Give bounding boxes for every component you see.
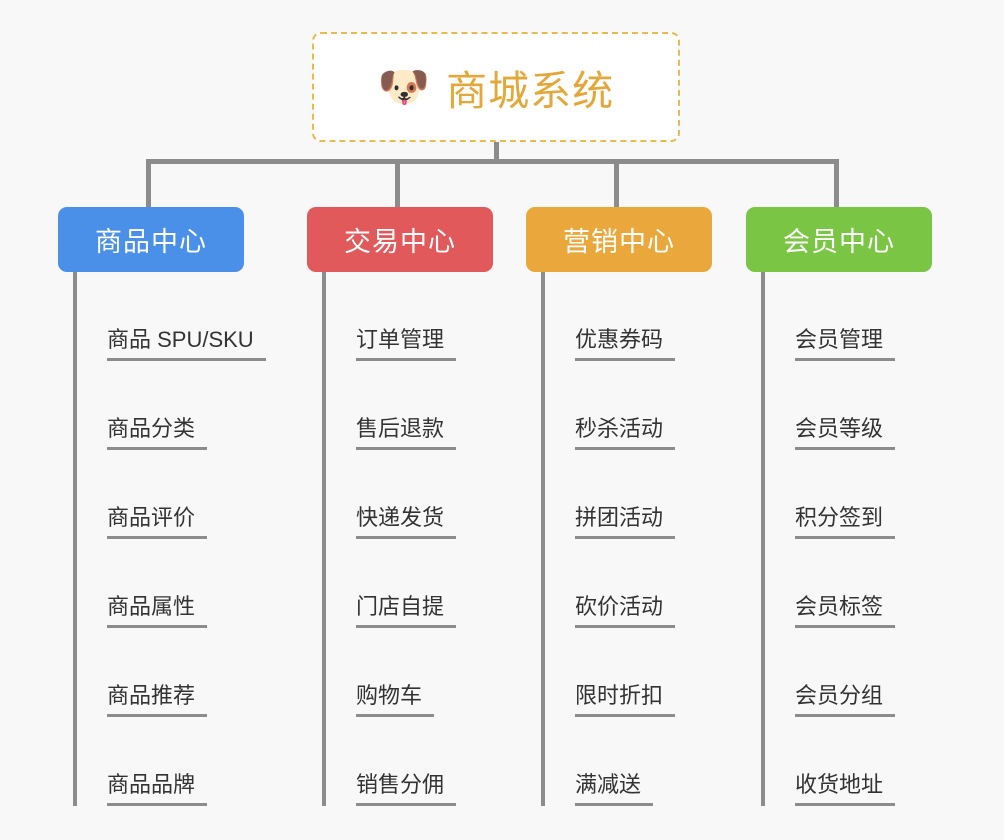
leaf-list-member-center: 会员管理会员等级积分签到会员标签会员分组收货地址 [761, 272, 932, 806]
connector-horizontal-bar [148, 159, 836, 164]
leaf-label: 优惠券码 [575, 326, 676, 361]
list-item[interactable]: 优惠券码 [545, 272, 712, 361]
leaf-list-trade-center: 订单管理售后退款快递发货门店自提购物车销售分佣 [322, 272, 493, 806]
list-item[interactable]: 销售分佣 [326, 717, 493, 806]
leaf-label: 商品属性 [107, 593, 208, 628]
leaf-list-marketing-center: 优惠券码秒杀活动拼团活动砍价活动限时折扣满减送 [541, 272, 712, 806]
connector-root-stem [494, 142, 499, 162]
list-item[interactable]: 会员等级 [765, 361, 932, 450]
column-member-center: 会员中心会员管理会员等级积分签到会员标签会员分组收货地址 [746, 207, 932, 806]
leaf-label: 收货地址 [795, 771, 896, 806]
connector-drop-product-center [146, 159, 151, 207]
dog-face-icon: 🐶 [377, 63, 431, 110]
list-item[interactable]: 商品属性 [77, 539, 266, 628]
column-trade-center: 交易中心订单管理售后退款快递发货门店自提购物车销售分佣 [307, 207, 493, 806]
leaf-label: 快递发货 [356, 504, 457, 539]
leaf-label: 购物车 [356, 682, 435, 717]
list-item[interactable]: 商品评价 [77, 450, 266, 539]
list-item[interactable]: 会员标签 [765, 539, 932, 628]
list-item[interactable]: 商品推荐 [77, 628, 266, 717]
list-item[interactable]: 门店自提 [326, 539, 493, 628]
category-label: 商品中心 [95, 227, 207, 257]
leaf-label: 满减送 [575, 771, 654, 806]
leaf-label: 会员分组 [795, 682, 896, 717]
leaf-label: 销售分佣 [356, 771, 457, 806]
list-item[interactable]: 购物车 [326, 628, 493, 717]
list-item[interactable]: 收货地址 [765, 717, 932, 806]
list-item[interactable]: 砍价活动 [545, 539, 712, 628]
leaf-label: 售后退款 [356, 415, 457, 450]
root-node[interactable]: 🐶 商城系统 [312, 32, 680, 142]
leaf-label: 会员标签 [795, 593, 896, 628]
connector-drop-trade-center [395, 159, 400, 207]
connector-drop-marketing-center [614, 159, 619, 207]
list-item[interactable]: 满减送 [545, 717, 712, 806]
list-item[interactable]: 快递发货 [326, 450, 493, 539]
list-item[interactable]: 商品分类 [77, 361, 266, 450]
column-product-center: 商品中心商品 SPU/SKU 商品分类商品评价商品属性商品推荐商品品牌 [58, 207, 266, 806]
category-label: 营销中心 [563, 227, 675, 257]
leaf-label: 商品推荐 [107, 682, 208, 717]
list-item[interactable]: 限时折扣 [545, 628, 712, 717]
category-header-trade-center[interactable]: 交易中心 [307, 207, 493, 272]
connector-drop-member-center [834, 159, 839, 207]
leaf-label: 订单管理 [356, 326, 457, 361]
leaf-label: 商品评价 [107, 504, 208, 539]
category-header-product-center[interactable]: 商品中心 [58, 207, 244, 272]
list-item[interactable]: 会员分组 [765, 628, 932, 717]
list-item[interactable]: 售后退款 [326, 361, 493, 450]
list-item[interactable]: 订单管理 [326, 272, 493, 361]
category-header-marketing-center[interactable]: 营销中心 [526, 207, 712, 272]
leaf-label: 砍价活动 [575, 593, 676, 628]
leaf-label: 秒杀活动 [575, 415, 676, 450]
category-label: 会员中心 [783, 227, 895, 257]
column-marketing-center: 营销中心优惠券码秒杀活动拼团活动砍价活动限时折扣满减送 [526, 207, 712, 806]
list-item[interactable]: 积分签到 [765, 450, 932, 539]
leaf-label: 会员管理 [795, 326, 896, 361]
leaf-label: 限时折扣 [575, 682, 676, 717]
leaf-label: 商品 SPU/SKU [107, 326, 266, 361]
list-item[interactable]: 拼团活动 [545, 450, 712, 539]
leaf-label: 商品品牌 [107, 771, 208, 806]
root-title: 商城系统 [446, 68, 615, 114]
list-item[interactable]: 商品 SPU/SKU [77, 272, 266, 361]
leaf-label: 积分签到 [795, 504, 896, 539]
category-header-member-center[interactable]: 会员中心 [746, 207, 932, 272]
leaf-label: 拼团活动 [575, 504, 676, 539]
category-label: 交易中心 [344, 227, 456, 257]
leaf-label: 门店自提 [356, 593, 457, 628]
leaf-list-product-center: 商品 SPU/SKU 商品分类商品评价商品属性商品推荐商品品牌 [73, 272, 266, 806]
list-item[interactable]: 商品品牌 [77, 717, 266, 806]
leaf-label: 商品分类 [107, 415, 208, 450]
leaf-label: 会员等级 [795, 415, 896, 450]
list-item[interactable]: 会员管理 [765, 272, 932, 361]
list-item[interactable]: 秒杀活动 [545, 361, 712, 450]
